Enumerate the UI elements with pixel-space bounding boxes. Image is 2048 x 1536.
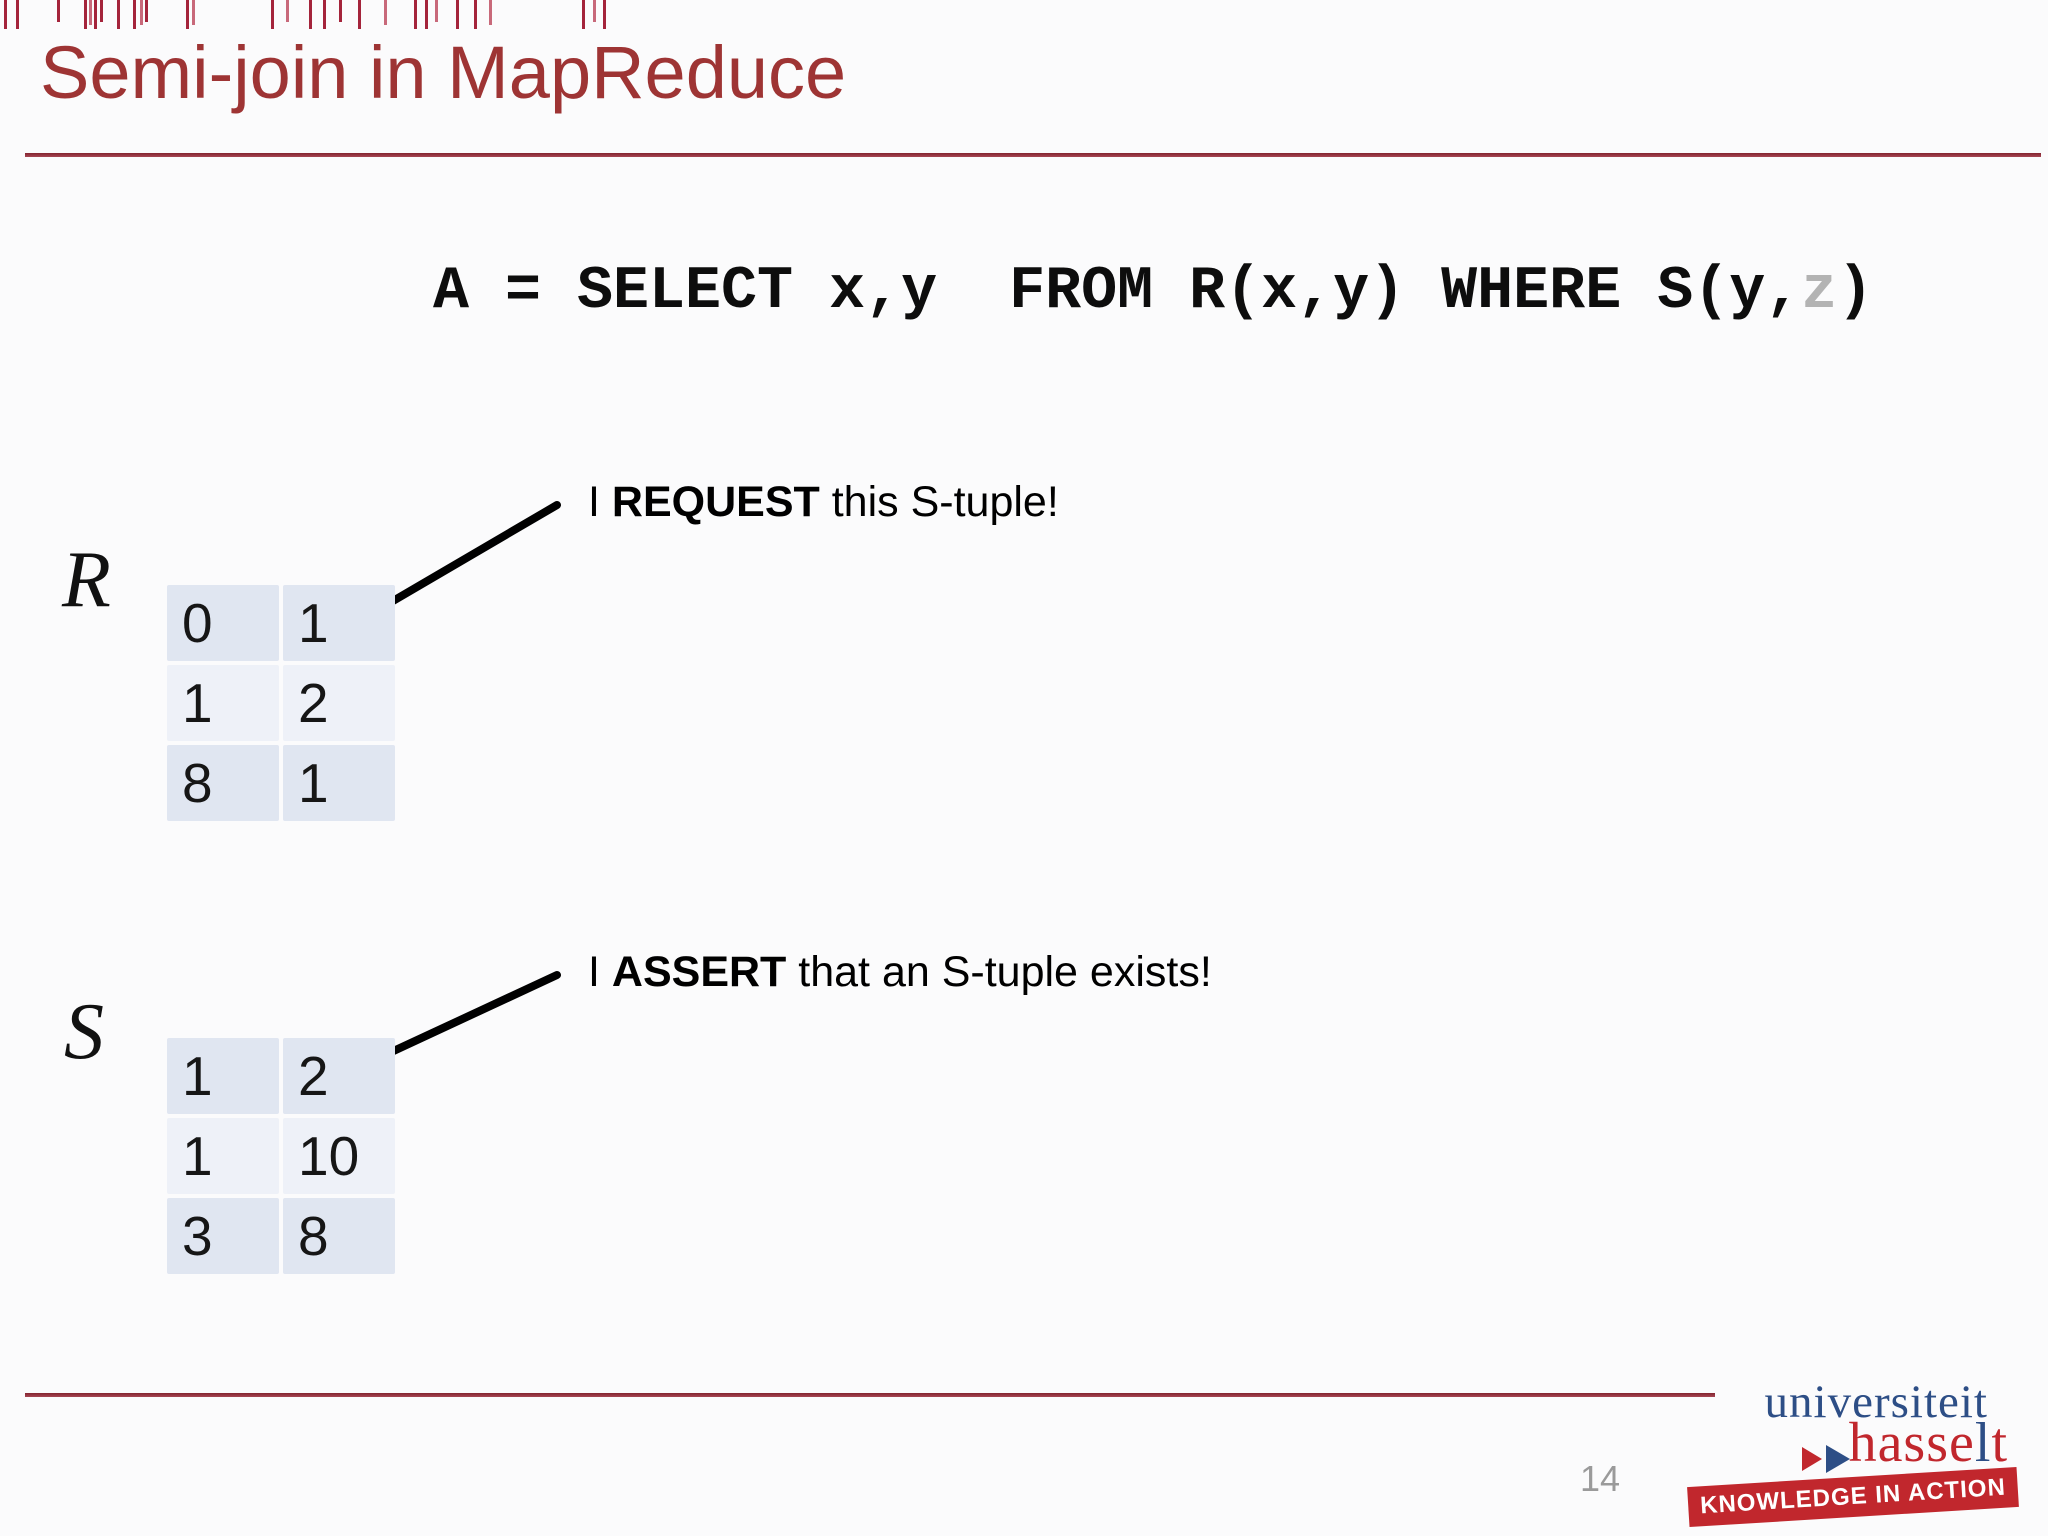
barcode-line bbox=[186, 0, 189, 29]
barcode-line bbox=[145, 0, 148, 22]
page-number: 14 bbox=[1580, 1458, 1621, 1499]
assert-annotation-bold: ASSERT bbox=[611, 948, 787, 996]
barcode-line bbox=[100, 0, 103, 22]
logo-hasselt-blue-letter: l bbox=[1974, 1412, 1992, 1474]
barcode-line bbox=[384, 0, 387, 25]
barcode-line bbox=[425, 0, 428, 29]
barcode-line bbox=[489, 0, 492, 25]
table-cell: 8 bbox=[167, 745, 279, 821]
barcode-line bbox=[603, 0, 606, 29]
barcode-line bbox=[456, 0, 459, 29]
query-code-gray-variable: z bbox=[1801, 258, 1838, 326]
barcode-line bbox=[309, 0, 312, 29]
logo-knowledge-badge: KNOWLEDGE IN ACTION bbox=[1686, 1466, 2019, 1528]
table-cell: 0 bbox=[167, 585, 279, 661]
barcode-line bbox=[133, 0, 136, 29]
logo-hasselt-pre: hasse bbox=[1848, 1412, 1975, 1474]
table-cell: 8 bbox=[283, 1198, 395, 1274]
table-cell: 2 bbox=[283, 665, 395, 741]
assert-annotation-post: that an S-tuple exists! bbox=[786, 948, 1212, 996]
relation-r-label: R bbox=[62, 536, 111, 624]
table-cell: 3 bbox=[167, 1198, 279, 1274]
request-annotation-post: this S-tuple! bbox=[819, 478, 1059, 526]
barcode-line bbox=[339, 0, 342, 22]
table-cell: 10 bbox=[283, 1118, 395, 1194]
logo-hasselt-post: t bbox=[1991, 1412, 2008, 1474]
query-code-main: A = SELECT x,y FROM R(x,y) WHERE S(y, bbox=[433, 258, 1802, 326]
barcode-line bbox=[117, 0, 120, 29]
barcode-line bbox=[323, 0, 326, 29]
request-annotation: I REQUEST this S-tuple! bbox=[588, 478, 1059, 527]
barcode-line bbox=[94, 0, 97, 29]
barcode-line bbox=[57, 0, 60, 22]
barcode-line bbox=[414, 0, 417, 29]
table-cell: 1 bbox=[283, 745, 395, 821]
relation-s-label: S bbox=[64, 988, 104, 1076]
uhasselt-logo: universiteit hasselt KNOWLEDGE IN ACTION bbox=[1686, 1375, 2048, 1536]
barcode-line bbox=[474, 0, 477, 29]
barcode-decoration bbox=[0, 0, 650, 34]
table-cell: 2 bbox=[283, 1038, 395, 1114]
page-title: Semi-join in MapReduce bbox=[40, 31, 847, 114]
footer-divider bbox=[25, 1393, 1715, 1397]
assert-annotation: I ASSERT that an S-tuple exists! bbox=[588, 948, 1212, 997]
logo-red-triangle-icon bbox=[1802, 1447, 1822, 1471]
query-code-close: ) bbox=[1837, 258, 1874, 326]
query-code: A = SELECT x,y FROM R(x,y) WHERE S(y,z) bbox=[433, 258, 1873, 326]
request-annotation-pre: I bbox=[588, 478, 612, 526]
title-divider bbox=[25, 153, 2041, 157]
logo-blue-triangle-icon bbox=[1826, 1445, 1850, 1473]
barcode-line bbox=[84, 0, 87, 29]
logo-hasselt-text: hasselt bbox=[1849, 1415, 2008, 1471]
request-annotation-bold: REQUEST bbox=[611, 478, 820, 526]
table-cell: 1 bbox=[167, 1118, 279, 1194]
table-cell: 1 bbox=[167, 665, 279, 741]
barcode-line bbox=[4, 0, 7, 29]
barcode-line bbox=[582, 0, 585, 29]
logo-universiteit-text: universiteit bbox=[1764, 1376, 1988, 1428]
barcode-line bbox=[358, 0, 361, 29]
barcode-line bbox=[286, 0, 289, 22]
barcode-line bbox=[89, 0, 92, 25]
table-cell: 1 bbox=[167, 1038, 279, 1114]
barcode-line bbox=[16, 0, 19, 29]
barcode-line bbox=[593, 0, 596, 22]
barcode-line bbox=[140, 0, 143, 25]
barcode-line bbox=[271, 0, 274, 29]
table-cell: 1 bbox=[283, 585, 395, 661]
barcode-line bbox=[192, 0, 195, 25]
barcode-line bbox=[435, 0, 438, 22]
assert-annotation-pre: I bbox=[588, 948, 612, 996]
